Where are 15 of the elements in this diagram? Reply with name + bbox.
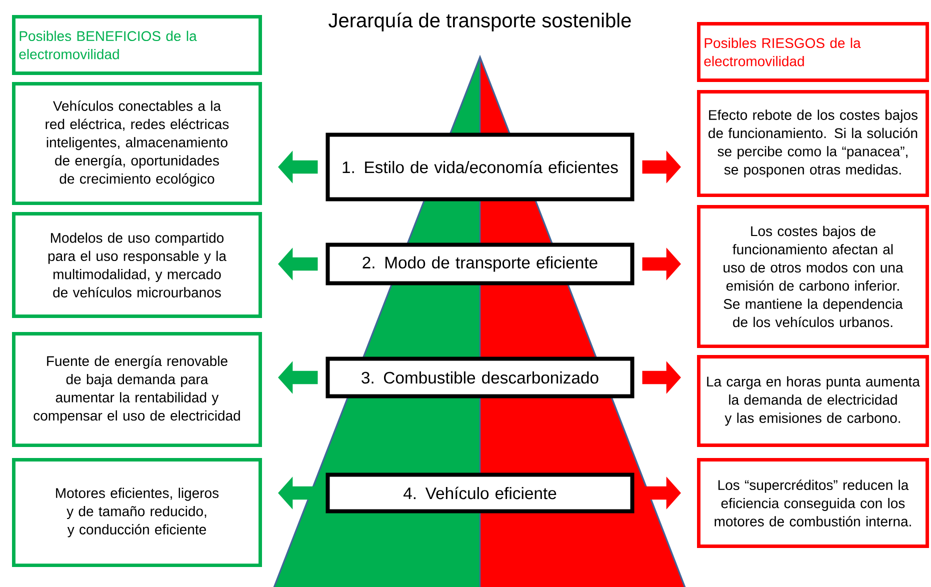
risk-box: Los costes bajos de funcionamiento afectan al uso de otros modos con una emisión de carbono inferior. Se mantiene la dependencia de los vehículos urbanos.	[697, 204, 929, 348]
header-box: Posibles RIESGOS de la electromovilidad	[697, 22, 929, 82]
level-box: 2. Modo de transporte eficiente	[326, 242, 634, 286]
risk-box: Efecto rebote de los costes bajos de funcionamiento. Si la solución se percibe como la “panacea”, se posponen otras medidas.	[697, 90, 929, 198]
title: Jerarquía de transporte sostenible	[328, 12, 631, 32]
benefit-box: Motores eficientes, ligeros y de tamaño reducido, y conducción eficiente	[12, 458, 262, 568]
level-box: 4. Vehículo eficiente	[326, 472, 634, 514]
benefit-box: Fuente de energía renovable de baja demanda para aumentar la rentabilidad y compensar el uso de electricidad	[12, 332, 262, 448]
risk-box: Los “supercréditos” reducen la eficiencia conseguida con los motores de combustión interna.	[697, 458, 929, 548]
benefit-box: Vehículos conectables a la red eléctrica, redes eléctricas inteligentes, almacenamiento de energía, oportunidades de crecimiento ecológico	[12, 82, 262, 206]
benefit-box: Modelos de uso compartido para el uso responsable y la multimodalidad, y mercado de vehículos microurbanos	[12, 212, 262, 318]
level-box: 3. Combustible descarbonizado	[326, 356, 634, 398]
level-box: 1. Estilo de vida/economía eficientes	[326, 132, 634, 202]
risk-box: La carga en horas punta aumenta la demanda de electricidad y las emisiones de carbono.	[697, 355, 929, 447]
header-box: Posibles BENEFICIOS de la electromovilidad	[12, 15, 262, 75]
